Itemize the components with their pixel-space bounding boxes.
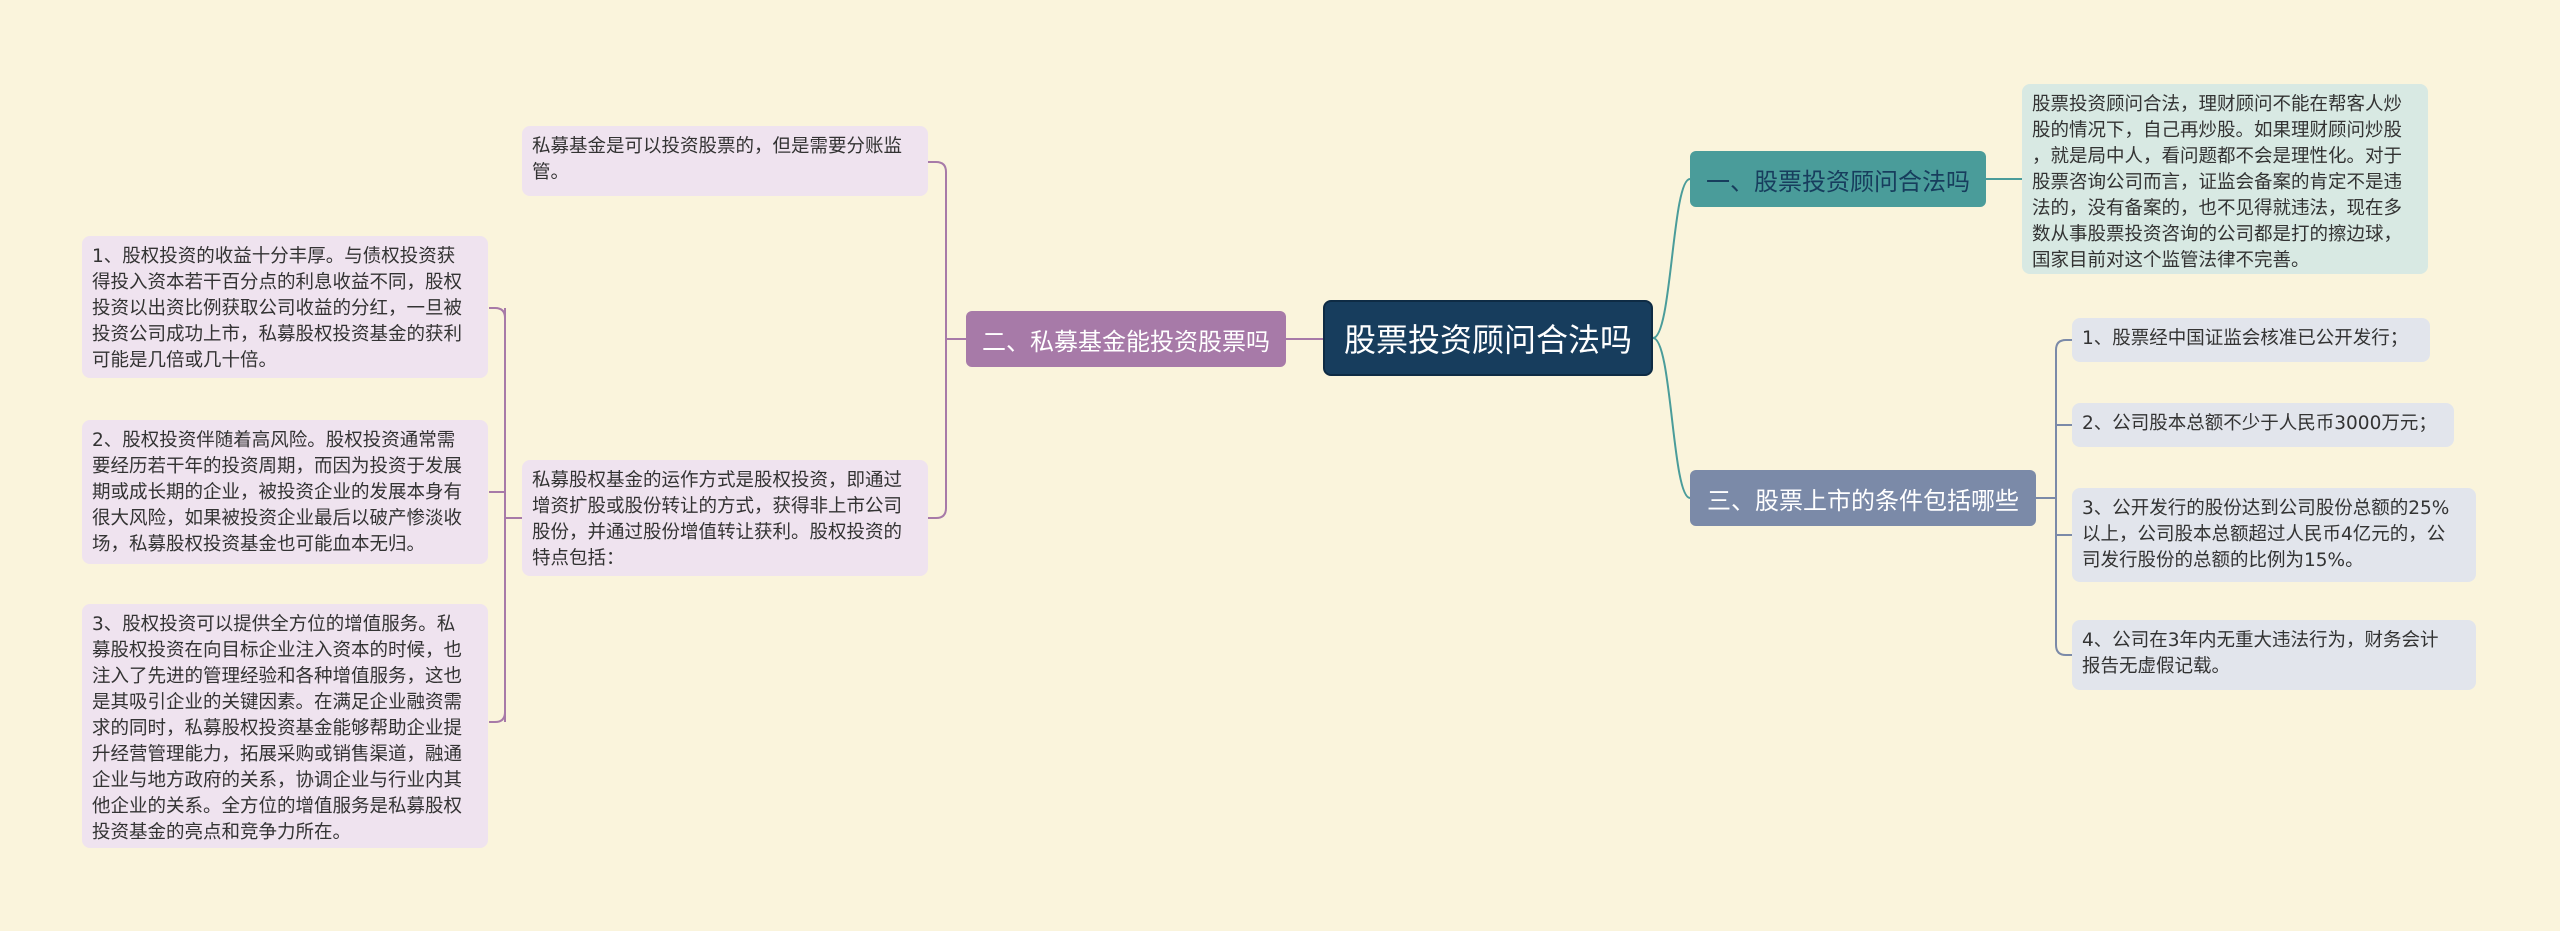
link-right2-c4 <box>2055 644 2072 656</box>
leaf-equity-investment-method[interactable]: 私募股权基金的运作方式是股权投资，即通过 增资扩股或股份转让的方式，获得非上市公… <box>522 460 928 576</box>
leaf-listing-condition-1[interactable]: 1、股票经中国证监会核准已公开发行； <box>2072 318 2430 362</box>
link-left-child1 <box>928 161 966 340</box>
link-left-child2 <box>928 338 966 519</box>
leaf-equity-value-added-services[interactable]: 3、股权投资可以提供全方位的增值服务。私 募股权投资在向目标企业注入资本的时候，… <box>82 604 488 848</box>
link-right2-bracket <box>2036 350 2057 645</box>
leaf-equity-high-risk[interactable]: 2、股权投资伴随着高风险。股权投资通常需 要经历若干年的投资周期，而因为投资于发… <box>82 420 488 564</box>
link-root-right2 <box>1652 337 1691 499</box>
link-right2-c1 <box>2055 339 2072 351</box>
topic-listing-conditions[interactable]: 三、股票上市的条件包括哪些 <box>1690 470 2036 526</box>
topic-private-fund-stocks[interactable]: 二、私募基金能投资股票吗 <box>966 311 1286 367</box>
leaf-advisor-legal-answer[interactable]: 股票投资顾问合法，理财顾问不能在帮客人炒 股的情况下，自己再炒股。如果理财顾问炒… <box>2022 84 2428 274</box>
link-root-right1 <box>1652 178 1691 339</box>
leaf-equity-high-return[interactable]: 1、股权投资的收益十分丰厚。与债权投资获 得投入资本若干百分点的利息收益不同，股… <box>82 236 488 378</box>
link-sub3 <box>489 711 506 723</box>
topic-advisor-legal[interactable]: 一、股票投资顾问合法吗 <box>1690 151 1986 207</box>
leaf-listing-condition-4[interactable]: 4、公司在3年内无重大违法行为，财务会计 报告无虚假记载。 <box>2072 620 2476 690</box>
leaf-private-fund-can-invest[interactable]: 私募基金是可以投资股票的，但是需要分账监 管。 <box>522 126 928 196</box>
link-sub-bracket <box>504 308 522 722</box>
leaf-listing-condition-2[interactable]: 2、公司股本总额不少于人民币3000万元； <box>2072 403 2454 447</box>
link-sub1 <box>489 307 506 319</box>
root-topic[interactable]: 股票投资顾问合法吗 <box>1323 300 1653 376</box>
leaf-listing-condition-3[interactable]: 3、公开发行的股份达到公司股份总额的25% 以上，公司股本总额超过人民币4亿元的… <box>2072 488 2476 582</box>
